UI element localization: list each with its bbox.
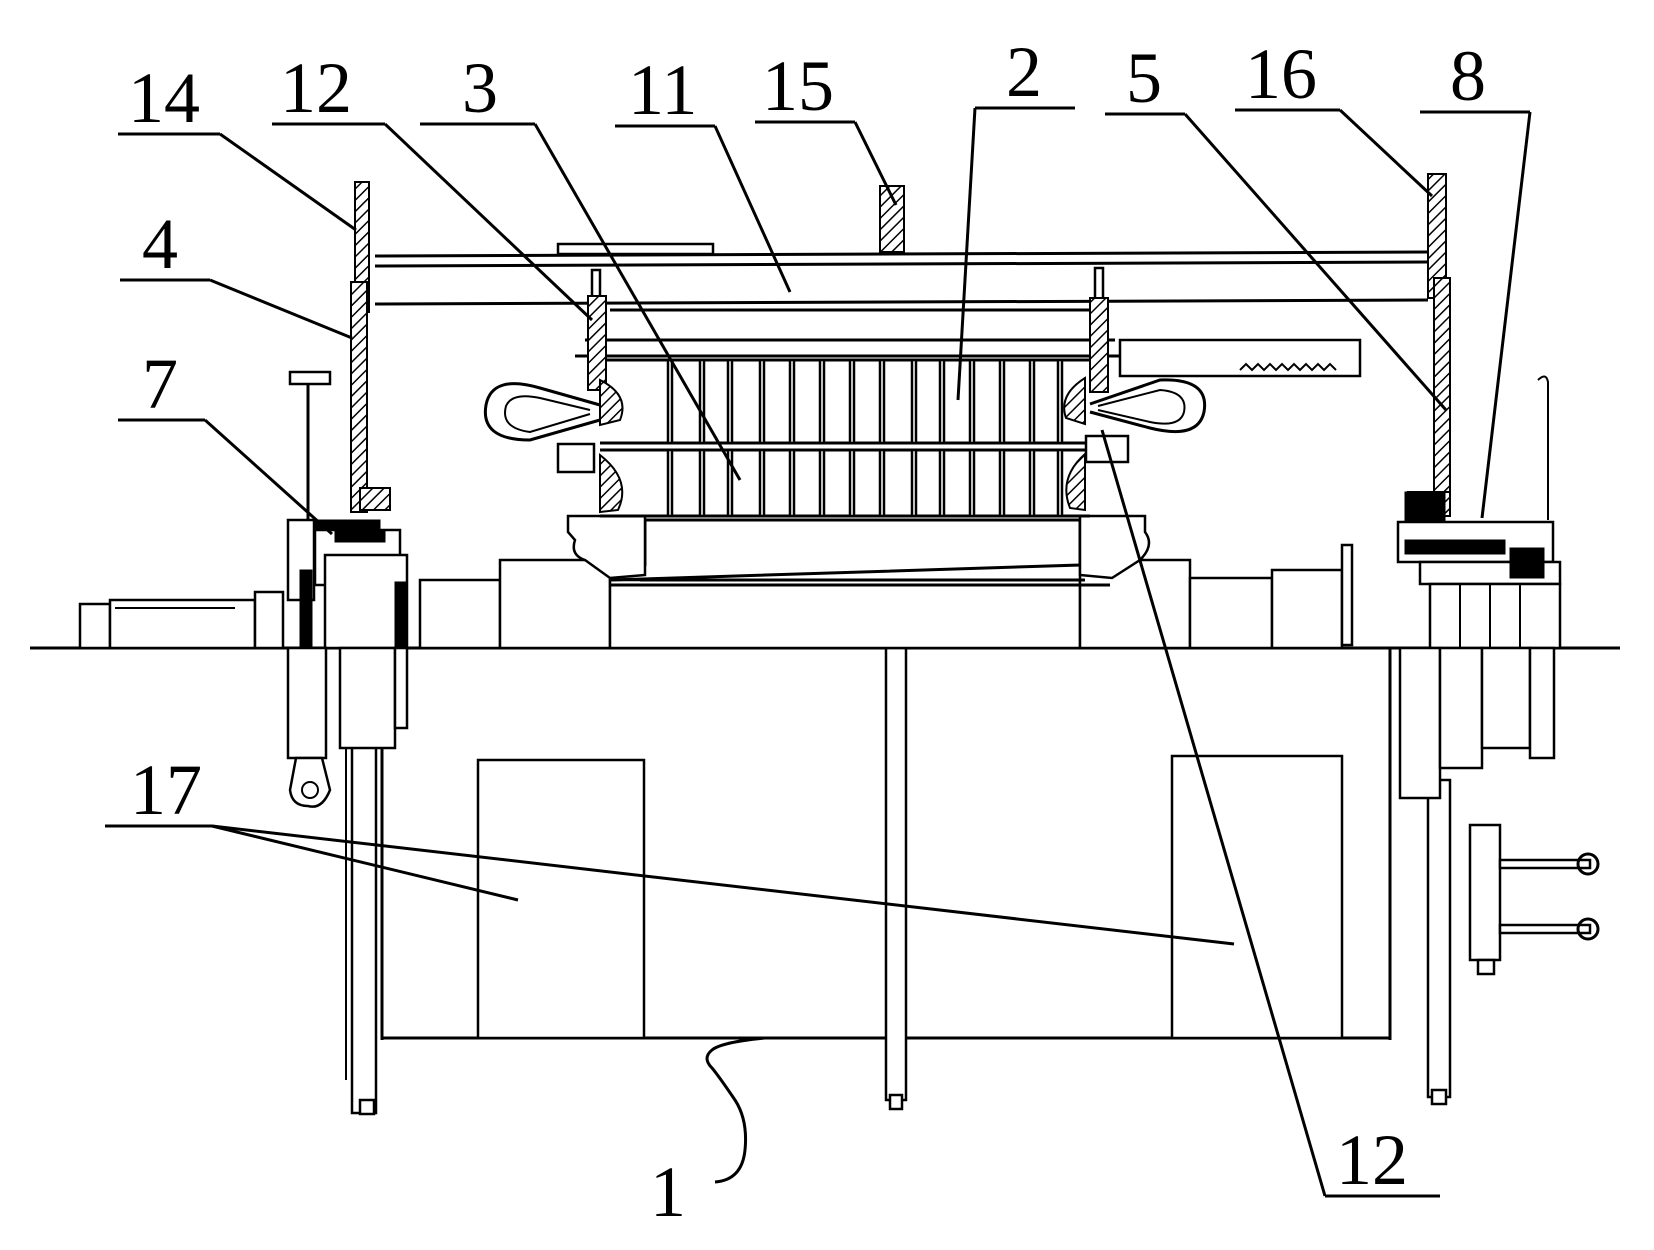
lamination-bar	[910, 358, 918, 445]
label-16: 16	[1245, 34, 1317, 114]
lamination-bar	[878, 448, 886, 518]
frame-openings	[476, 754, 1344, 1040]
lamination-bar	[848, 448, 856, 518]
lamination-stack	[600, 358, 1090, 518]
lamination-bar	[758, 358, 766, 445]
label-3: 3	[462, 48, 498, 128]
lamination-bar	[998, 448, 1006, 518]
lamination-bar	[818, 358, 826, 445]
label-14: 14	[128, 58, 200, 138]
label-1: 1	[650, 1152, 686, 1232]
label-4: 4	[142, 204, 178, 284]
lamination-bar	[818, 448, 826, 518]
lamination-bar	[726, 448, 734, 518]
reference-labels: 14 12 3 11 15 2 5 16 8 4 7 17 12 1	[128, 32, 1486, 1232]
base-blocks	[78, 543, 1354, 650]
lamination-bar	[998, 358, 1006, 445]
lamination-bar	[1028, 358, 1036, 445]
leader-lines	[105, 106, 1532, 1198]
hatched-uprights	[350, 173, 1451, 517]
lamination-bar	[666, 358, 674, 445]
lamination-bar	[698, 358, 706, 445]
lamination-bar	[1056, 448, 1064, 518]
lamination-bar	[910, 448, 918, 518]
lamination-bar	[788, 448, 796, 518]
label-7: 7	[142, 344, 178, 424]
label-12-bottom: 12	[1336, 1120, 1408, 1200]
clamp-jaws	[483, 376, 1207, 514]
lamination-bar	[938, 358, 946, 445]
workpiece-bed	[566, 514, 1151, 587]
left-drive-assembly	[286, 370, 409, 808]
label-11: 11	[628, 50, 697, 130]
lamination-bar	[968, 358, 976, 445]
lamination-bar	[938, 448, 946, 518]
lamination-bar	[758, 448, 766, 518]
lamination-bar	[726, 358, 734, 445]
label-8: 8	[1450, 36, 1486, 116]
label-12-top: 12	[280, 48, 352, 128]
lamination-bar	[698, 448, 706, 518]
top-beam	[374, 242, 1429, 378]
label-2: 2	[1006, 32, 1042, 112]
lamination-bar	[968, 448, 976, 518]
lamination-bar	[1056, 358, 1064, 445]
label-5: 5	[1126, 38, 1162, 118]
label-15: 15	[762, 46, 834, 126]
lamination-bar	[666, 448, 674, 518]
lamination-bar	[878, 358, 886, 445]
lamination-bar	[848, 358, 856, 445]
right-drive-assembly	[1396, 375, 1600, 976]
lamination-bar	[788, 358, 796, 445]
lamination-bar	[1028, 448, 1036, 518]
label-17: 17	[130, 750, 202, 830]
